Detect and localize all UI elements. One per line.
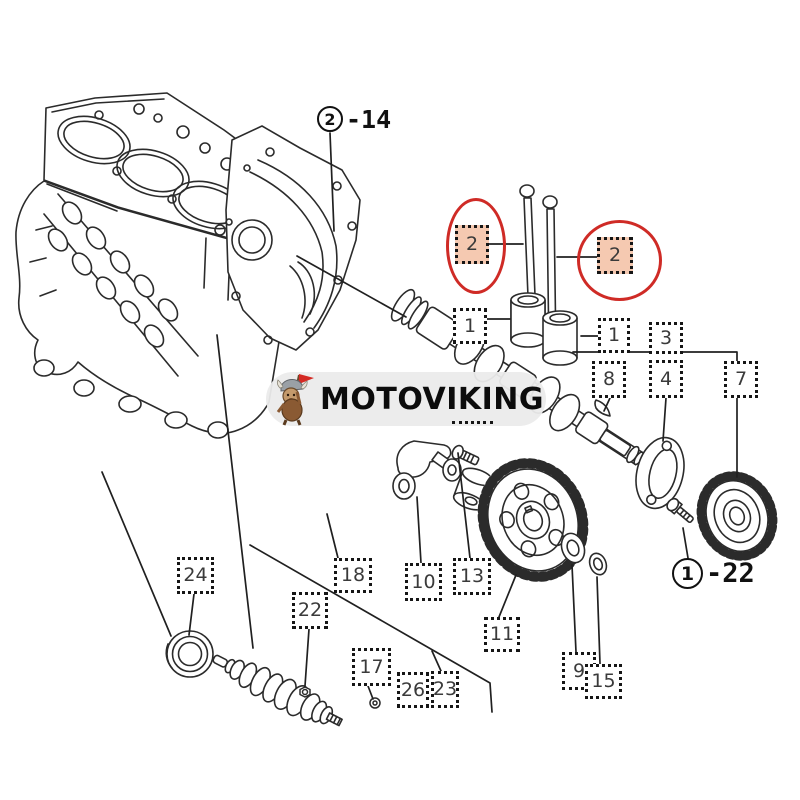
- viking-mascot-icon: [276, 374, 314, 426]
- callout-box-26: 26: [397, 672, 429, 708]
- assembly-ref-2-14: 2 -14: [317, 105, 392, 134]
- callout-box-7: 7: [724, 361, 758, 398]
- engine-block-drawing: [15, 92, 361, 439]
- callout-box-11: 11: [484, 617, 520, 652]
- plate-bolt-drawing: [666, 497, 694, 523]
- callout-box-17: 17: [352, 648, 391, 686]
- washers-drawing: [560, 532, 608, 576]
- circled-number: 2: [317, 106, 343, 132]
- circled-number: 1: [672, 558, 703, 589]
- callout-box-4: 4: [649, 360, 683, 398]
- callout-box-2-right: 2: [597, 237, 633, 274]
- assembly-ref-1-22: 1 -22: [672, 558, 755, 589]
- watermark-text: MOTOVIKING: [320, 381, 545, 417]
- callout-box-24: 24: [177, 557, 214, 594]
- callout-box-8: 8: [592, 361, 626, 398]
- camshaft-gear-drawing: [477, 458, 589, 582]
- ref-suffix: -14: [346, 105, 392, 134]
- tappets-drawing: [510, 292, 578, 366]
- watermark-banner: MOTOVIKING: [266, 372, 546, 426]
- idler-gear-drawing: [695, 469, 779, 563]
- hidden-callout-edge: [452, 421, 493, 424]
- callout-box-3: 3: [649, 322, 683, 354]
- callout-box-23: 23: [431, 671, 459, 708]
- highlight-ring-left: [446, 198, 506, 294]
- ref-suffix: -22: [706, 558, 755, 589]
- callout-box-10: 10: [405, 563, 442, 601]
- callout-box-2-left: 2: [455, 225, 489, 264]
- highlight-ring-right: [577, 220, 662, 301]
- callout-box-18: 18: [334, 558, 372, 593]
- bearing-drawing: [165, 630, 214, 678]
- thrust-plate-drawing: [635, 436, 694, 523]
- callout-box-22: 22: [292, 592, 328, 629]
- callout-box-13: 13: [453, 558, 491, 595]
- callout-box-1-left: 1: [453, 308, 487, 344]
- balancer-shaft-drawing: [212, 654, 343, 727]
- callout-box-1-right: 1: [598, 318, 630, 353]
- callout-box-15: 15: [585, 664, 622, 699]
- small-parts-drawing: [299, 686, 381, 709]
